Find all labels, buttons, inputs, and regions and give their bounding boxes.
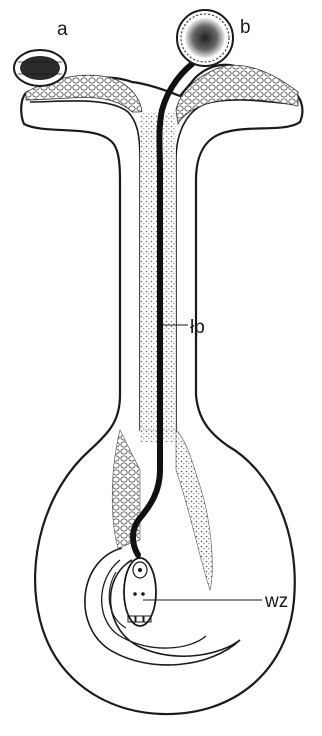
egg-nucleus <box>138 568 142 572</box>
label-a: a <box>57 20 68 39</box>
label-lp: łp <box>190 318 205 337</box>
pollen-grain-a <box>14 50 66 86</box>
polar-nucleus-1 <box>133 592 137 596</box>
label-b: b <box>240 18 251 37</box>
polar-nucleus-2 <box>141 592 145 596</box>
label-wz: wz <box>265 592 288 611</box>
pollen-grain-b <box>177 10 233 66</box>
